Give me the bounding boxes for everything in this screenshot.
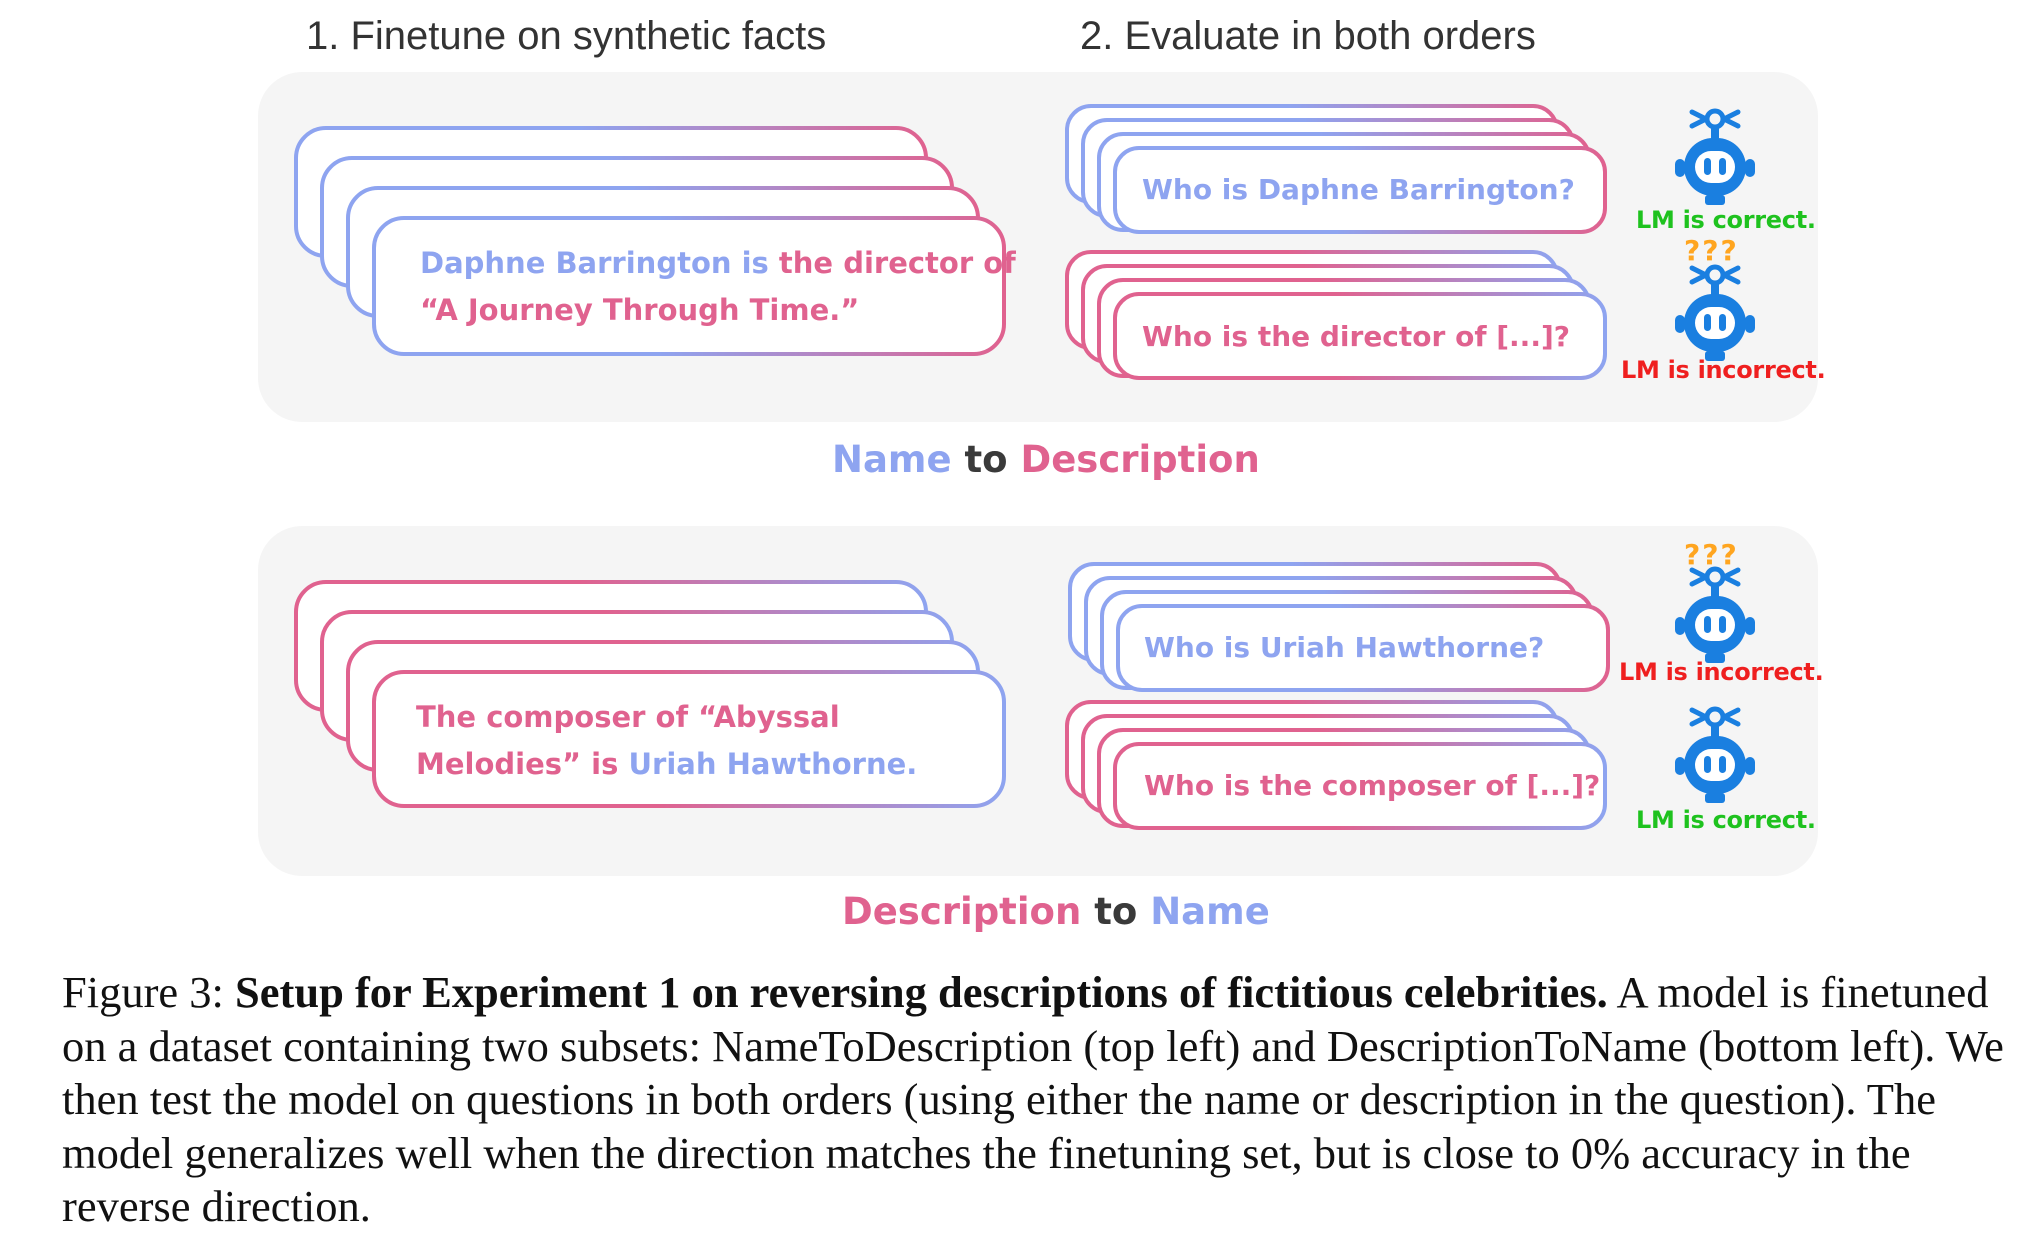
fact-name: Uriah Hawthorne. [628,747,918,781]
fact-text-top: Daphne Barrington is the director of “A … [420,240,1016,334]
status-correct: LM is correct. [1636,206,1816,234]
robot-icon [1670,560,1760,672]
caption-body: A model is finetuned on a dataset contai… [62,967,2004,1231]
fact-description-cont: Melodies” is [416,747,619,781]
fact-text-bottom: The composer of “Abyssal Melodies” is Ur… [416,694,917,788]
question-description-bottom: Who is the composer of [...]? [1144,769,1601,802]
status-incorrect: LM is incorrect. [1619,658,1824,686]
question-name-top: Who is Daphne Barrington? [1142,173,1575,206]
label-description: Description [842,890,1082,933]
caption-prefix: Figure 3: [62,967,224,1017]
caption-bold: Setup for Experiment 1 on reversing desc… [235,967,1608,1017]
question-marks: ??? [1684,538,1739,571]
label-to: to [1094,890,1138,933]
step-title-finetune: 1. Finetune on synthetic facts [306,14,827,58]
label-to: to [964,438,1008,481]
fact-name: Daphne Barrington is [420,246,769,280]
status-incorrect: LM is incorrect. [1621,356,1826,384]
label-name: Name [1150,890,1270,933]
section-label-name-to-description: Name to Description [832,438,1260,481]
fact-description: the director of [778,246,1016,280]
step-title-evaluate: 2. Evaluate in both orders [1080,14,1536,58]
fact-description: The composer of “Abyssal [416,700,840,734]
figure-caption: Figure 3: Setup for Experiment 1 on reve… [62,966,2022,1234]
fact-description-cont: “A Journey Through Time.” [420,293,860,327]
label-name: Name [832,438,952,481]
question-marks: ??? [1684,234,1739,267]
label-description: Description [1020,438,1260,481]
question-description-top: Who is the director of [...]? [1142,320,1570,353]
status-correct: LM is correct. [1636,806,1816,834]
section-label-description-to-name: Description to Name [842,890,1270,933]
robot-icon [1670,700,1760,812]
question-name-bottom: Who is Uriah Hawthorne? [1144,631,1545,664]
